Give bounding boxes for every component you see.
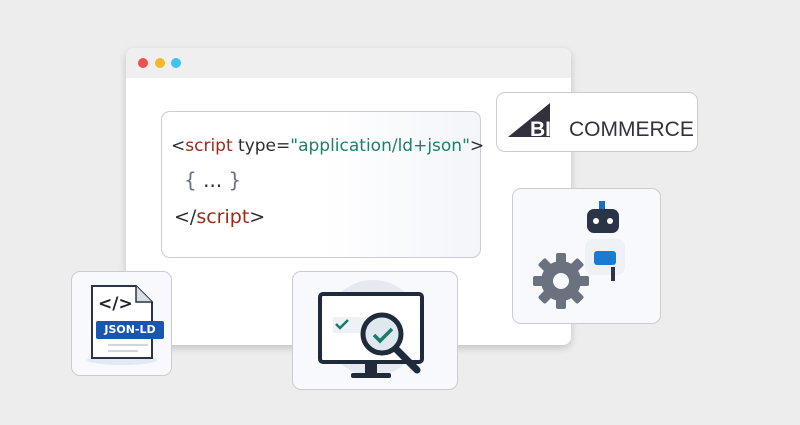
validation-monitor-card — [292, 271, 458, 390]
close-dot[interactable] — [138, 58, 148, 68]
minimize-dot[interactable] — [155, 58, 165, 68]
robot-icon — [585, 201, 625, 281]
ellipsis: ... — [203, 168, 223, 192]
svg-text:COMMERCE: COMMERCE — [569, 118, 694, 141]
bigcommerce-logo-card: BIG COMMERCE — [496, 92, 698, 152]
lt: < — [171, 136, 186, 156]
bigcommerce-logo: BIG COMMERCE — [508, 103, 694, 141]
gear-icon — [533, 253, 589, 309]
monitor-magnifier-icon — [318, 280, 424, 378]
json-ld-file-card: </> JSON-LD — [71, 271, 172, 376]
gt: > — [469, 136, 485, 156]
title-bar — [126, 48, 571, 78]
type-value: "application/ld+json" — [290, 136, 470, 156]
svg-text:BIG: BIG — [530, 118, 567, 141]
code-snippet-card: <script type="application/ld+json"> { ..… — [161, 111, 485, 258]
script-tag: script — [185, 136, 233, 156]
robot-gear-card — [512, 188, 661, 324]
gt: > — [249, 206, 266, 228]
close-script-tag: script — [196, 206, 250, 228]
brace-close: } — [228, 168, 242, 192]
lt-slash: </ — [174, 206, 197, 228]
json-ld-badge: JSON-LD — [96, 321, 164, 339]
maximize-dot[interactable] — [171, 58, 181, 68]
type-attr: type= — [232, 136, 291, 156]
brace-open: { — [184, 168, 197, 192]
code-symbol: </> — [98, 294, 133, 314]
